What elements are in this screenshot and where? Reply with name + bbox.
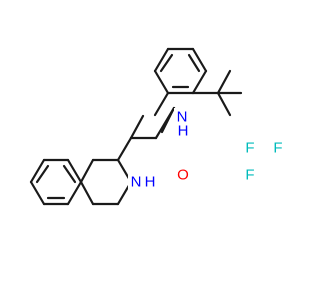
amide-group (116, 106, 176, 162)
amide-nitrogen-label: N (177, 109, 188, 126)
carbonyl-oxygen-label: O (177, 167, 189, 184)
ring-nitrogen-label: N (131, 174, 142, 191)
fluorine-bottom-label: F (245, 167, 254, 184)
trifluoromethyl-group (191, 69, 243, 117)
fluorine-right-label: F (273, 140, 282, 157)
saturated-ring (79, 158, 133, 206)
ring-hydrogen-label: H (145, 174, 156, 191)
phenyl-ring (153, 47, 208, 117)
fluorine-top-label: F (245, 140, 254, 157)
structure-diagram: N H O N H F F F (29, 47, 283, 206)
amide-hydrogen-label: H (178, 123, 189, 140)
benzo-ring (29, 158, 83, 206)
